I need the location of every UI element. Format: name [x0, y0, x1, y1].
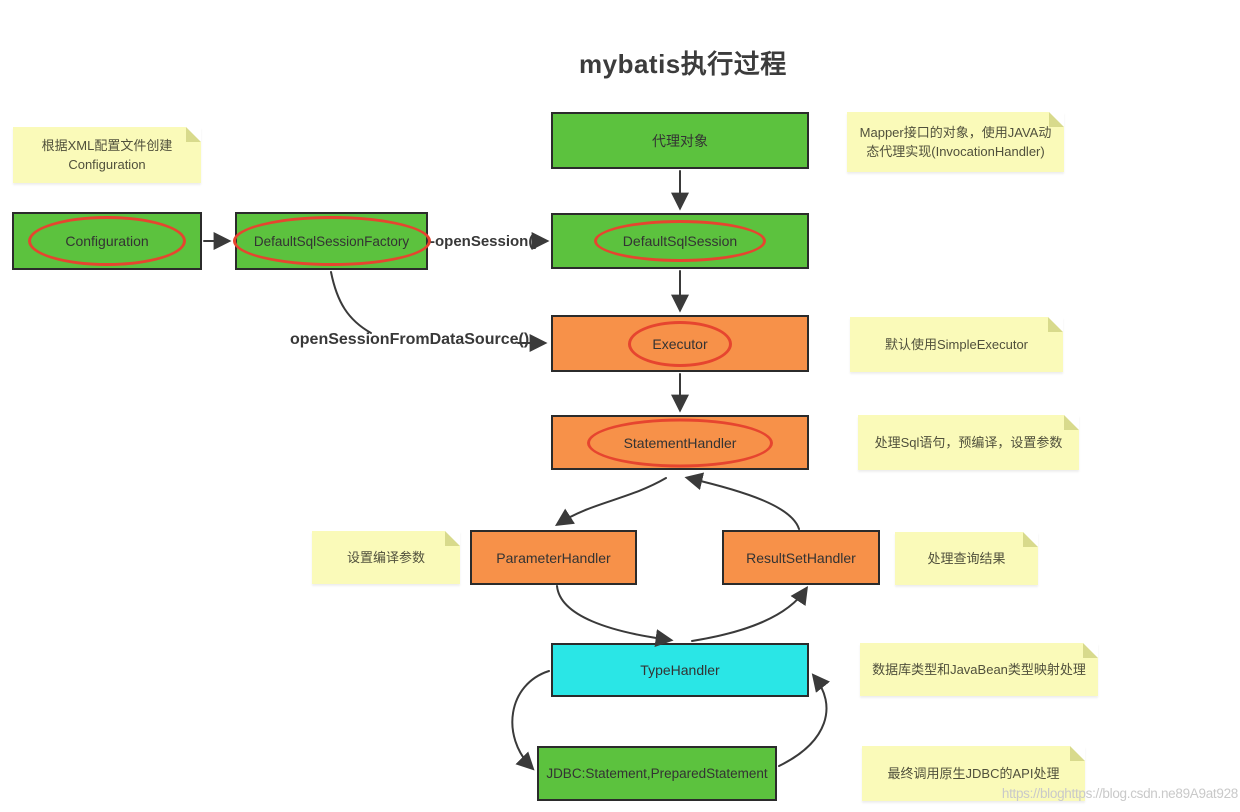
node-default-sql-session: DefaultSqlSession	[551, 213, 809, 269]
note-fold-corner	[1023, 532, 1038, 547]
arrow-statement-to-parameter-handler	[554, 477, 667, 526]
curve-factory-to-opensessionfromdatasource-label	[330, 271, 372, 334]
note-text: 处理Sql语句，预编译，设置参数	[874, 434, 1063, 450]
note-fold-corner	[1083, 643, 1098, 658]
note-text: 最终调用原生JDBC的API处理	[887, 765, 1060, 781]
note-text: 默认使用SimpleExecutor	[884, 336, 1029, 352]
note-fold-corner	[445, 531, 460, 546]
csdn-watermark: https://bloghttps://blog.csdn.ne89A9at92…	[1001, 786, 1238, 801]
node-parameter-handler: ParameterHandler	[470, 530, 637, 585]
note-jdbc: 最终调用原生JDBC的API处理	[862, 746, 1085, 801]
node-proxy-object: 代理对象	[551, 112, 809, 169]
node-label: JDBC:Statement,PreparedStatement	[546, 766, 768, 781]
note-type-handler: 数据库类型和JavaBean类型映射处理	[860, 643, 1098, 696]
note-text: 根据XML配置文件创建 Configuration	[41, 137, 173, 173]
note-simple-executor: 默认使用SimpleExecutor	[850, 317, 1063, 372]
node-label: ResultSetHandler	[746, 549, 856, 566]
note-fold-corner	[1049, 112, 1064, 127]
node-label: Executor	[652, 335, 708, 352]
node-result-set-handler: ResultSetHandler	[722, 530, 880, 585]
node-label: 代理对象	[652, 132, 708, 149]
node-statement-handler: StatementHandler	[551, 415, 809, 470]
node-label: DefaultSqlSessionFactory	[253, 233, 410, 249]
node-label: DefaultSqlSession	[622, 233, 738, 249]
note-text: 数据库类型和JavaBean类型映射处理	[872, 661, 1086, 677]
note-fold-corner	[186, 127, 201, 142]
node-label: StatementHandler	[623, 434, 737, 451]
note-fold-corner	[1064, 415, 1079, 430]
node-default-sql-session-factory: DefaultSqlSessionFactory	[232, 212, 431, 270]
note-text: Mapper接口的对象，使用JAVA动态代理实现(InvocationHandl…	[859, 124, 1052, 160]
note-xml-config: 根据XML配置文件创建 Configuration	[13, 127, 201, 183]
note-mapper-proxy: Mapper接口的对象，使用JAVA动态代理实现(InvocationHandl…	[847, 112, 1064, 172]
node-configuration: Configuration	[12, 212, 202, 270]
note-statement-handler: 处理Sql语句，预编译，设置参数	[858, 415, 1079, 470]
page-title: mybatis执行过程	[579, 49, 787, 79]
note-result-handler: 处理查询结果	[895, 532, 1038, 585]
note-fold-corner	[1048, 317, 1063, 332]
note-fold-corner	[1070, 746, 1085, 761]
edge-label-open-session-from-datasource: openSessionFromDataSource()	[290, 331, 530, 348]
node-label: TypeHandler	[640, 662, 720, 678]
node-type-handler: TypeHandler	[551, 643, 809, 697]
node-label: ParameterHandler	[496, 549, 611, 566]
note-text: 设置编译参数	[346, 549, 425, 565]
note-text: 处理查询结果	[927, 550, 1006, 566]
arrow-resultset-to-statement-handler	[684, 472, 800, 530]
arrow-parameter-to-type-handler	[556, 585, 674, 648]
note-parameter-handler: 设置编译参数	[312, 531, 460, 584]
edge-label-open-session: -openSession()	[430, 233, 539, 250]
node-label: Configuration	[65, 233, 149, 249]
arrow-type-handler-to-resultset	[691, 586, 808, 642]
node-executor: Executor	[551, 315, 809, 372]
node-jdbc-statement: JDBC:Statement,PreparedStatement	[537, 746, 777, 801]
